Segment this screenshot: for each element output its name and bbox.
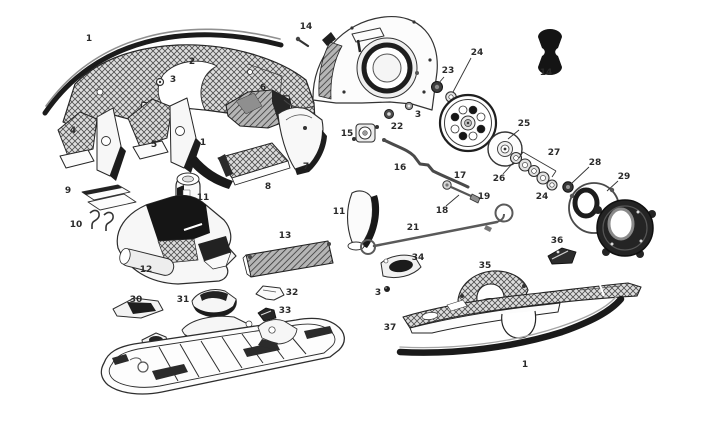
callout-15: 15 [341,129,354,139]
callout-6: 6 [260,83,266,93]
callout-9: 9 [65,186,71,196]
callout-21: 21 [407,223,420,233]
callout-26: 26 [493,174,506,184]
part-22-nut [384,109,394,119]
callout-11: 11 [197,193,210,203]
part-1-front-strip [188,156,233,189]
leader-lines [437,57,619,207]
artwork [42,16,656,395]
callout-25: 25 [518,119,531,129]
callout-10: 10 [70,220,83,230]
part-16-stabilizer-rod [382,138,470,189]
callout-30: 30 [130,295,143,305]
callout-33: 33 [279,306,292,316]
callout-3: 3 [170,75,176,85]
part-26-27-bearing-stack [509,151,558,191]
callout-29: 29 [618,172,631,182]
callout-23: 23 [442,66,455,76]
part-32-clip [255,285,285,301]
callout-1: 1 [86,34,92,44]
part-30-bracket [112,297,164,319]
callout-7: 7 [303,162,309,172]
callout-labels: 1234561789101112131114141516171819212232… [65,22,630,370]
callout-14: 14 [540,68,553,78]
callout-2: 2 [189,57,195,67]
part-5-bumper-bracket [127,97,201,173]
part-34-bracket [380,254,422,279]
part-1-beading-strip [42,28,284,116]
callout-11: 11 [333,207,346,217]
part-33-bracket [257,307,277,322]
part-7-cowl-side-panel [277,106,327,175]
callout-16: 16 [394,163,407,173]
part-21-tie-rod [360,203,514,255]
part-3-grommet [155,77,165,87]
callout-5: 5 [151,140,157,150]
part-front-fender [283,16,438,111]
part-36-bracket [547,247,577,265]
part-luggage-rack [100,317,345,395]
callout-4: 4 [70,126,76,136]
part-13-quarter-panel-section [242,240,334,278]
part-1-bumper-moulding [396,295,625,356]
callout-22: 22 [391,122,404,132]
part-12-frame-head-assembly [116,194,237,285]
callout-3: 3 [375,288,381,298]
callout-18: 18 [436,206,449,216]
part-19-ferrule [469,193,481,204]
callout-1: 1 [522,360,528,370]
part-3-small-nut [384,286,390,292]
callout-3: 3 [415,110,421,120]
part-15-horn [352,123,379,143]
callout-36: 36 [551,236,564,246]
part-14-rubber-buffer [538,29,562,75]
callout-24: 24 [471,48,484,58]
callout-17: 17 [454,171,467,181]
callout-34: 34 [412,253,425,263]
callout-19: 19 [478,192,491,202]
part-31-saddle-small [191,289,237,318]
part-14-screw [295,36,310,48]
callout-14: 14 [300,22,313,32]
callout-1: 1 [200,138,206,148]
callout-12: 12 [140,265,153,275]
part-9-plates [81,184,137,211]
part-3-nut [404,101,414,111]
part-8-floor-section [217,142,291,186]
callout-32: 32 [286,288,299,298]
part-17-bolt [442,180,473,198]
part-28-nut [562,181,574,193]
callout-31: 31 [177,295,190,305]
callout-28: 28 [589,158,602,168]
part-10-clips [89,209,114,231]
part-11-door-pillar-right [346,190,380,251]
callout-27: 27 [548,148,561,158]
callout-8: 8 [265,182,271,192]
part-23-hub-nut [431,81,443,93]
part-brake-backing-plate [594,199,656,258]
part-37-front-apron [402,282,642,339]
callout-13: 13 [279,231,292,241]
part-4-bumper-bracket [57,107,126,181]
callout-37: 37 [384,323,397,333]
part-brake-drum [438,93,498,153]
callout-35: 35 [479,261,492,271]
callout-24: 24 [536,192,549,202]
